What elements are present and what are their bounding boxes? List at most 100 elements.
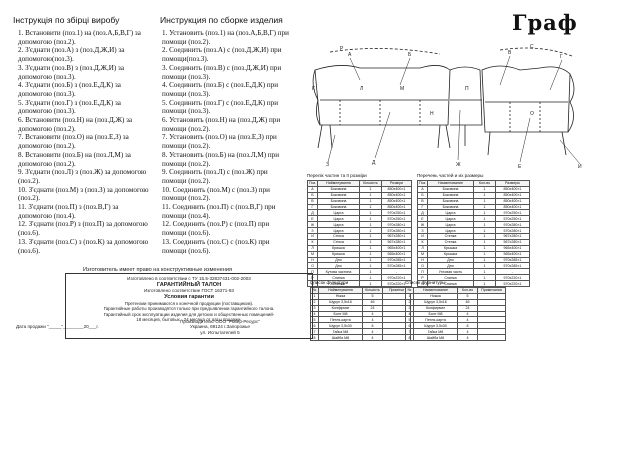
assembly-step: 12. З'єднати (поз.Р) з (поз.П) за допомо… [18,220,148,238]
assembly-step: 4. Соединить (поз.Б) с (поз.Е,Д,К) при п… [162,81,279,98]
ru-title: Инструкция по сборке изделия [160,15,283,25]
diagram-callout: Ж [456,162,461,168]
parts-right-title: Перечень частей и их размеры [417,173,484,178]
table-cell: 965х400×1 [381,244,412,252]
diagram-callout: О [530,111,534,117]
assembly-step: 8. Встановити (поз.Б) на (поз.Л,М) за до… [18,150,131,168]
table-cell: 850х400×1 [495,191,530,199]
table-cell: 970х250×1 [495,209,530,217]
table-cell: Шайба М8 [318,334,363,342]
diagram-callout: З [326,162,329,168]
table-cell: 570х220×1 [381,280,412,288]
short-bench-outline [481,65,571,133]
assembly-step: 8. Установить (поз.Б) на (поз.Л,М) при п… [162,150,280,168]
hardware-right-title: Список фурнитуры [405,280,446,285]
table-cell: 1 [473,280,496,288]
table-cell: 965х400×1 [495,244,530,252]
producer-info: Производитель: ООО "Ровер-Ресурс" Украин… [180,319,260,335]
diagram-callout: Г [560,54,563,60]
assembly-step: 9. З'єднати (поз.Л) з (поз.Ж) за допомог… [18,168,147,185]
table-cell: 570х250×1 [495,215,530,223]
assembly-step: 11. З'єднати (поз.П) з (поз.В,Г) за допо… [18,203,119,220]
diagram-callout: К [312,86,315,92]
table-cell: 970х250×1 [381,209,412,217]
table-cell: 850х400×1 [381,197,412,205]
table-cell [477,334,506,342]
assembly-step: 4. З'єднати (поз.Б) з (поз.Е,Д,К) за доп… [18,81,121,98]
table-cell: 1 [359,280,382,288]
assembly-step: 5. З'єднати (поз.Г) з (поз.Е,Д,К) за доп… [18,98,121,116]
table-cell: 8 [405,334,414,342]
parts-left-title: Перелік частин та її розміри [307,173,367,178]
conditions-text: Претензии принимаются к конечной продукц… [103,301,275,323]
steps-ua: 1. Встановити (поз.1) на (поз.А,Б,В,Г) з… [18,29,154,255]
assembly-step: 10. Соединить (поз.М) с (поз.З) при помо… [162,185,270,203]
brand-logo: Граф [512,10,578,35]
diagram-callout: Н [430,111,434,117]
table-cell: 850х400×1 [495,185,530,193]
table-cell: 4 [457,334,478,342]
diagram-callout: М [400,86,404,92]
standard-line: Изготовлено соответствие ГОСТ 16371-93 [144,288,234,293]
assembly-step: 7. Встановити (поз.О) на (поз.Е,З) за до… [18,133,129,151]
table-cell: 970х280×1 [495,221,530,229]
diagram-callout: И [578,164,582,170]
diagram-callout: Л [360,86,363,92]
table-cell: 850х400×1 [381,203,412,211]
corner-section-outline [449,66,483,126]
manufacturer-notice: Изготовитель имеет право на конструктивн… [82,267,232,273]
assembly-step: 10. З'єднати (поз.М) з (поз.З) за допомо… [18,185,149,203]
sale-date-field[interactable]: Дата продажи "_____"________20___г. [16,324,99,329]
conditions-title: Условия гарантии [164,294,214,300]
table-cell: Шайба М8 [413,334,458,342]
assembly-step: 1. Встановити (поз.1) на (поз.А,Б,В,Г) з… [18,29,141,46]
guarantee-section: Изготовитель имеет право на конструктивн… [10,267,313,339]
table-cell: 850х400×1 [495,203,530,211]
assembly-step: 2. З'єднати (поз.А) з (поз.Д,Ж,И) за доп… [18,46,125,64]
diagram-callout: Е [518,164,522,170]
table-cell: 567х280×1 [495,238,530,246]
assembly-step: 6. Встановити (поз.Н) на (поз.Д,Ж) за до… [18,116,133,133]
table-cell: 570х280×1 [381,227,412,235]
assembly-step: 11. Соединить (поз.П) с (поз.В,Г) при по… [162,203,276,220]
column-header: Размеры [495,180,530,187]
long-bench-outline [314,65,451,126]
guarantee-title: ГАРАНТИЙНЫЙ ТАЛОН [156,282,222,288]
table-cell: 567х280×1 [381,238,412,246]
diagram-callout: А [348,52,352,58]
table-cell: 850х400×1 [381,185,412,193]
table-cell: 4 [362,334,383,342]
assembly-step: 3. З'єднати (поз.В) з (поз.Д,Ж,И) за доп… [18,63,124,81]
assembly-step: 1. Установить (поз.1) на (поз.А,Б,В,Г) п… [162,29,289,46]
assembly-step: 2. Соединить (поз.А) с (поз.Д,Ж,И) при п… [162,46,282,64]
table-cell: 850х400×1 [495,197,530,205]
diagram-callout: С [530,44,534,50]
diagram-callout: Д [372,160,376,166]
assembly-step: 3. Соединить (поз.В) с (поз.Д,Ж,И) при п… [162,63,282,81]
